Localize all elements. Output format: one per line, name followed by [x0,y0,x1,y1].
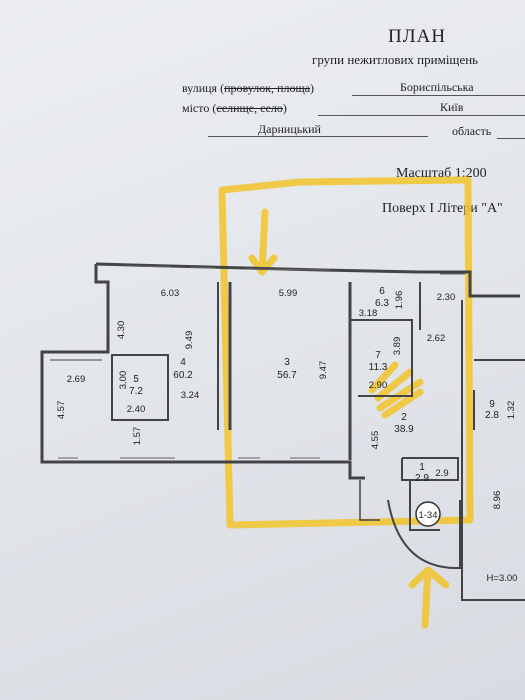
room-5-number: 5 [133,374,139,385]
dim-6-03: 6.03 [161,288,180,299]
dim-2-40: 2.40 [127,404,146,415]
dim-2-90: 2.90 [369,380,388,391]
room-4-number: 4 [180,357,186,368]
room-5-area: 7.2 [129,386,143,397]
region-label: область [452,124,492,138]
room-4-area: 60.2 [173,370,193,381]
dim-3-00: 3.00 [118,371,129,390]
street-label: вулиця (провулок, площа) [182,81,315,95]
dim-3-89: 3.89 [392,337,403,356]
room-7-number: 7 [375,350,381,361]
dim-3-24: 3.24 [181,390,200,401]
floor-label: Поверх І Літери "А" [382,201,503,216]
room-9-area: 2.8 [485,410,499,421]
plan-subtitle: групи нежитлових приміщень [312,52,479,67]
dim-2-62: 2.62 [427,333,446,344]
room-1-number: 1 [419,462,425,473]
stair-label: 1-34 [418,510,437,521]
room-3-number: 3 [284,357,290,368]
dim-3-18: 3.18 [359,308,378,319]
room-1-area: 2.9 [415,473,429,484]
district-underline [208,136,428,137]
city-underline [318,115,525,116]
room-9-number: 9 [489,399,495,410]
dim-4-30: 4.30 [116,321,127,340]
dim-1-32: 1.32 [506,401,517,420]
room-6-area: 6.3 [375,298,389,309]
district-value: Дарницький [258,122,321,136]
dim-1-96: 1.96 [394,291,405,310]
dim-5-99: 5.99 [279,288,298,299]
dim-4-55: 4.55 [370,431,381,450]
walls [40,262,525,601]
window-marks [58,265,465,459]
dim-1-57: 1.57 [132,427,143,446]
city-label: місто (селище, село) [182,101,287,115]
ceiling-height-label: H=3.00 [487,573,518,584]
room-7-area: 11.3 [369,362,388,373]
room-3-area: 56.7 [277,370,297,381]
room-2-number: 2 [401,412,407,423]
street-value: Бориспільська [400,80,474,94]
dim-2-30: 2.30 [437,292,456,303]
street-underline [352,95,525,96]
region-underline [497,138,525,139]
highlight-markup [218,176,474,629]
stair-circle [415,501,441,527]
room-6-number: 6 [379,286,385,297]
dim-4-57: 4.57 [56,401,67,420]
dim-8-96: 8.96 [492,491,503,510]
dim-9-47: 9.47 [318,361,329,380]
plan-title: ПЛАН [388,26,447,47]
city-value: Київ [440,100,464,114]
dim-9-49: 9.49 [184,331,195,350]
room-2-area: 38.9 [394,424,414,435]
dim-2-9: 2.9 [435,468,448,479]
dim-2-69: 2.69 [67,374,86,385]
